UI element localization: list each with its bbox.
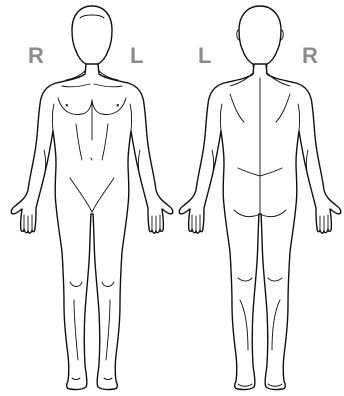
back-left-side-label: L [198, 45, 211, 67]
front-right-side-label: R [28, 45, 44, 67]
back-body-details [192, 30, 328, 386]
back-right-side-label: R [302, 45, 318, 67]
front-left-side-label: L [130, 45, 143, 67]
